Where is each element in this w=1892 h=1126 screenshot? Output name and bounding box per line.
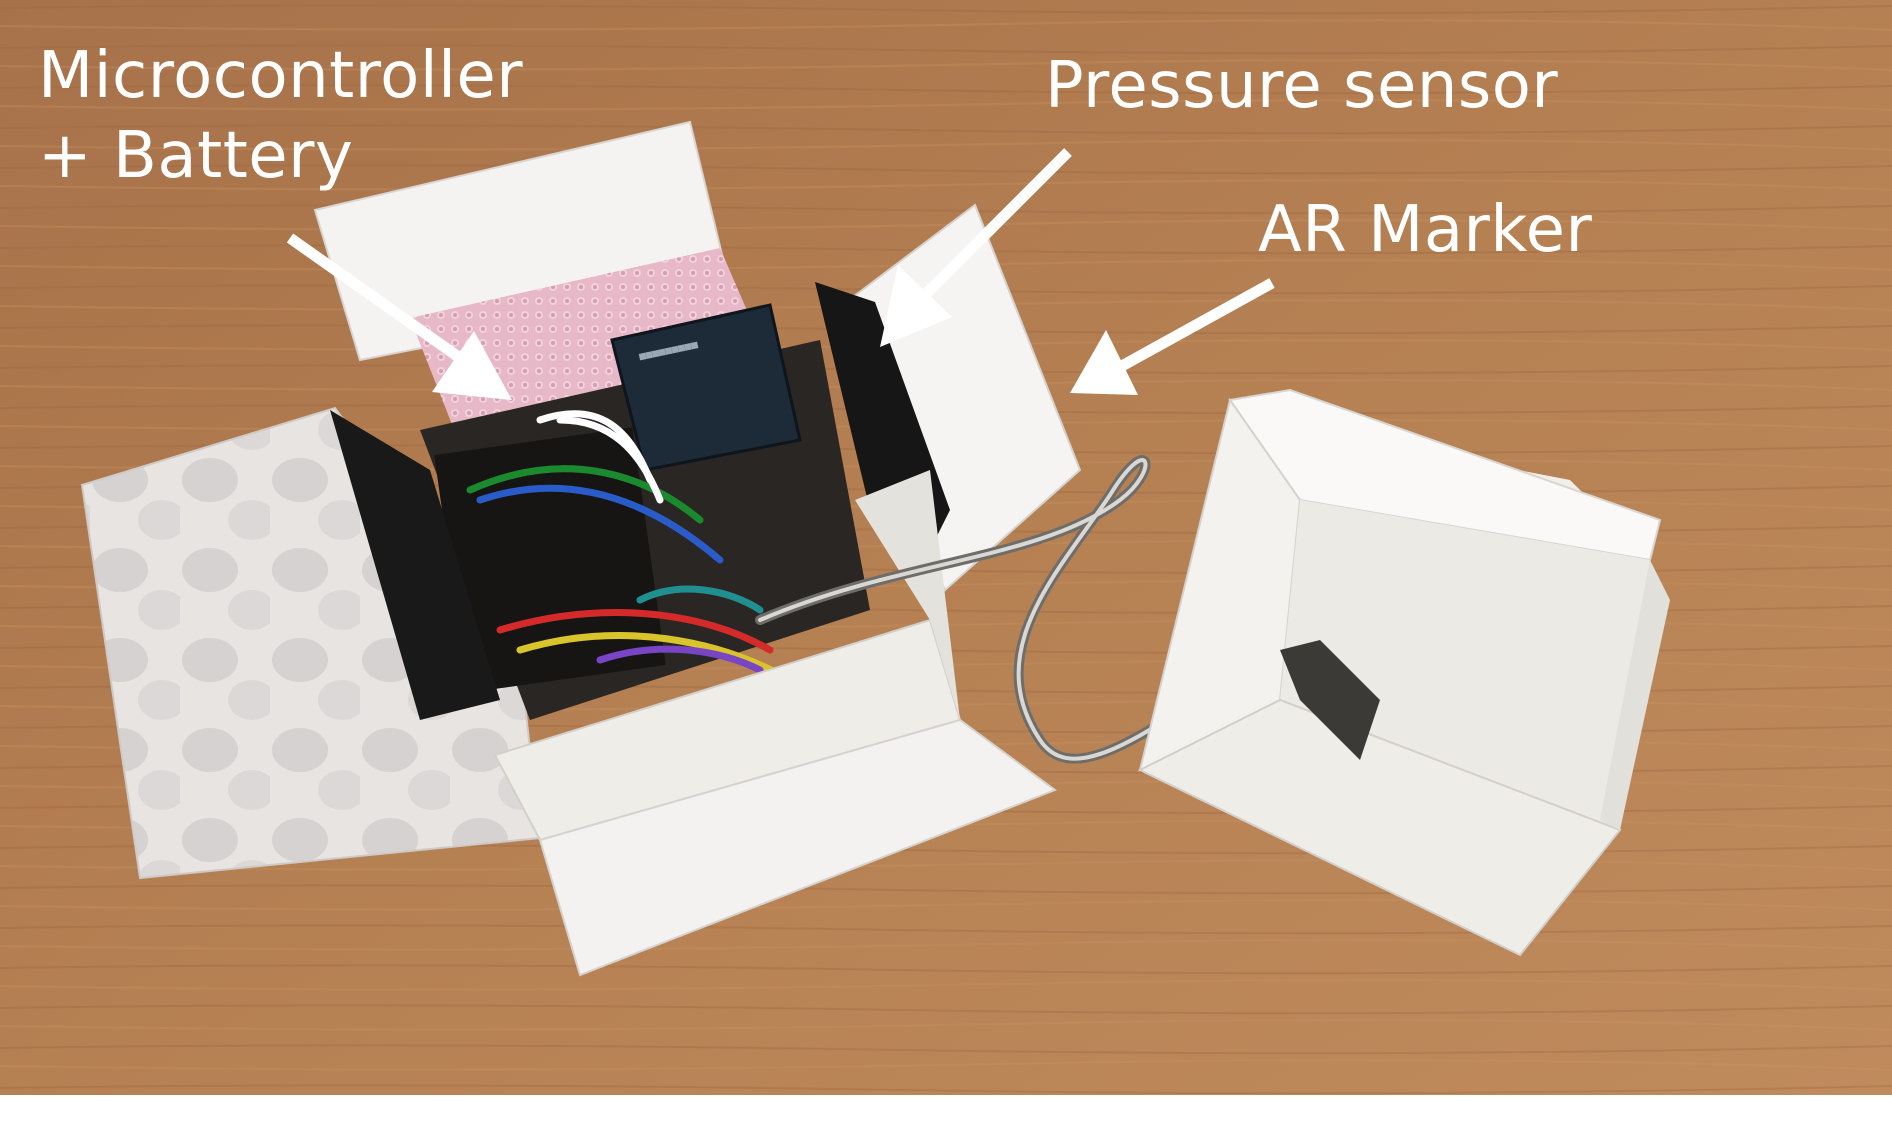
pressure-sensor-module	[1280, 640, 1380, 760]
label-microcontroller-line2: + Battery	[38, 119, 354, 193]
arrow-ar-marker	[1070, 278, 1275, 395]
label-ar-marker: AR Marker	[1258, 193, 1593, 267]
second-box-right-wall	[1600, 560, 1670, 830]
bottom-border	[0, 1095, 1892, 1126]
wires	[466, 410, 794, 684]
second-box-floor	[1280, 500, 1650, 830]
label-pressure-sensor: Pressure sensor	[1045, 49, 1559, 123]
annotated-photo: ■■■■■■■■■	[0, 0, 1892, 1095]
box-right-wall	[855, 470, 960, 720]
annotation-arrows	[286, 148, 1275, 400]
side-ar-marker	[330, 410, 500, 720]
box-bottom-flap	[538, 718, 1058, 977]
arrow-microcontroller	[286, 233, 512, 400]
microcontroller-board	[610, 303, 802, 472]
arrow-pressure-sensor	[880, 148, 1072, 347]
label-microcontroller-line1: Microcontroller	[38, 39, 524, 113]
